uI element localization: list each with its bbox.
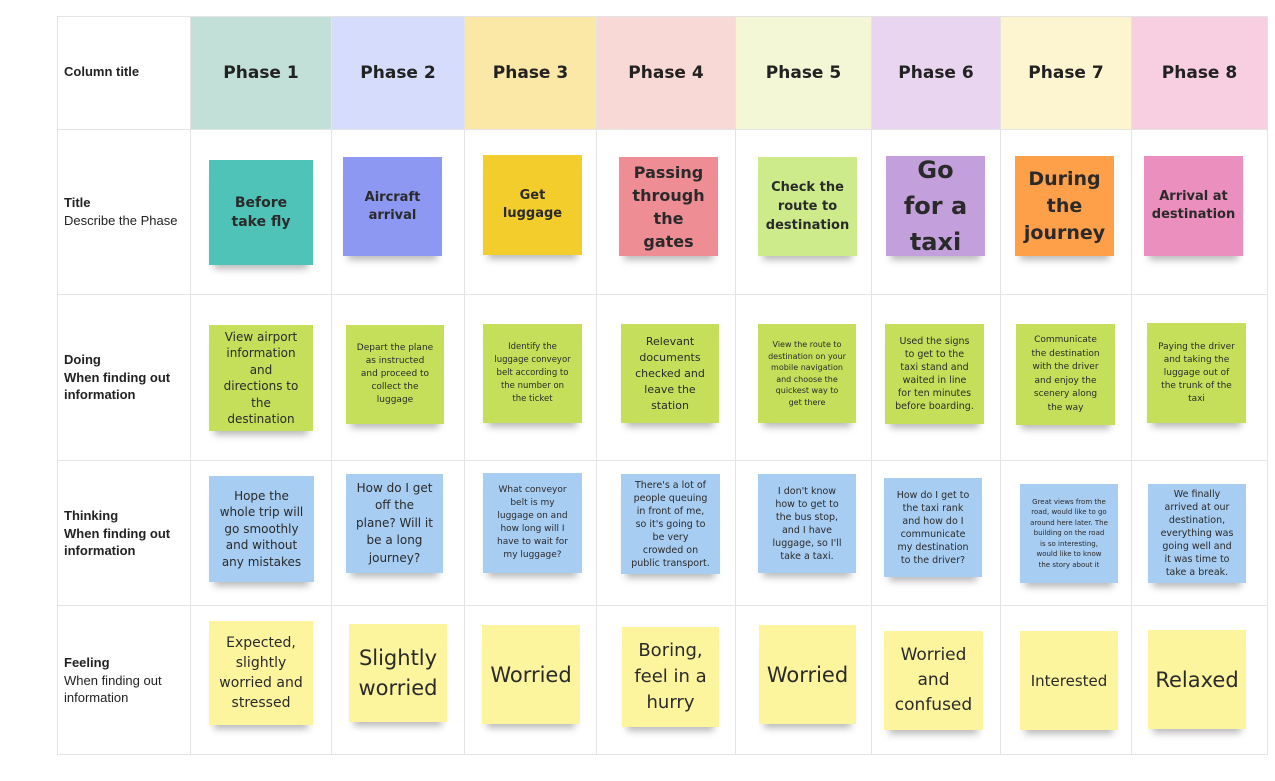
grid-line	[871, 16, 872, 754]
row-label-title: Title Describe the Phase	[64, 195, 178, 228]
phase-header-3: Phase 3	[465, 17, 596, 129]
sticky-note-feeling[interactable]: Slightly worried	[349, 624, 447, 722]
sticky-note-feeling[interactable]: Expected, slightly worried and stressed	[209, 621, 313, 725]
grid-line	[57, 129, 1268, 130]
sticky-note-thinking[interactable]: There's a lot of people queuing in front…	[621, 474, 720, 574]
phase-header-8: Phase 8	[1132, 17, 1267, 129]
phase-label: Phase 8	[1161, 63, 1238, 83]
sticky-note-doing[interactable]: View the route to destination on your mo…	[758, 324, 856, 423]
sticky-note-thinking[interactable]: What conveyor belt is my luggage on and …	[483, 473, 582, 573]
sticky-note-title[interactable]: Aircraft arrival	[343, 157, 442, 256]
sticky-note-feeling[interactable]: Relaxed	[1148, 630, 1246, 729]
grid-line	[57, 16, 1268, 17]
phase-header-1: Phase 1	[191, 17, 331, 129]
phase-header-4: Phase 4	[597, 17, 735, 129]
phase-label: Phase 4	[628, 63, 704, 83]
sticky-note-title[interactable]: Passing through the gates	[619, 157, 718, 256]
sticky-note-thinking[interactable]: How do I get to the taxi rank and how do…	[884, 478, 982, 577]
column-title-label: Column title	[64, 64, 140, 79]
sticky-note-doing[interactable]: Used the signs to get to the taxi stand …	[885, 324, 984, 424]
row-label-doing: Doing When finding out information	[64, 352, 171, 402]
sticky-note-thinking[interactable]: Great views from the road, would like to…	[1020, 484, 1118, 583]
grid-line	[1267, 16, 1268, 754]
row-label-feeling: Feeling When finding out information	[64, 655, 162, 705]
grid-line	[596, 16, 597, 754]
sticky-note-title[interactable]: Get luggage	[483, 155, 582, 255]
phase-label: Phase 6	[898, 63, 974, 83]
sticky-note-doing[interactable]: Relevant documents checked and leave the…	[621, 324, 719, 423]
sticky-note-doing[interactable]: View airport information and directions …	[209, 325, 313, 431]
phase-label: Phase 3	[492, 63, 569, 83]
sticky-note-feeling[interactable]: Worried and confused	[884, 631, 983, 730]
grid-line	[464, 16, 465, 754]
sticky-note-doing[interactable]: Communicate the destination with the dri…	[1016, 324, 1115, 425]
sticky-note-thinking[interactable]: I don't know how to get to the bus stop,…	[758, 474, 856, 573]
sticky-note-doing[interactable]: Paying the driver and taking the luggage…	[1147, 323, 1246, 423]
phase-header-2: Phase 2	[332, 17, 464, 129]
grid-line	[331, 16, 332, 754]
sticky-note-title[interactable]: Go for a taxi	[886, 156, 985, 256]
sticky-note-title[interactable]: Check the route to destination	[758, 157, 857, 256]
phase-header-6: Phase 6	[872, 17, 1000, 129]
phase-label: Phase 7	[1028, 63, 1104, 83]
grid-line	[1000, 16, 1001, 754]
sticky-note-doing[interactable]: Depart the plane as instructed and proce…	[346, 325, 444, 424]
sticky-note-feeling[interactable]: Boring, feel in a hurry	[622, 627, 719, 727]
sticky-note-thinking[interactable]: Hope the whole trip will go smoothly and…	[209, 476, 314, 582]
grid-line	[57, 294, 1268, 295]
grid-line	[735, 16, 736, 754]
sticky-note-doing[interactable]: Identify the luggage conveyor belt accor…	[483, 324, 582, 423]
row-label-thinking: Thinking When finding out information	[64, 508, 171, 558]
sticky-note-feeling[interactable]: Worried	[482, 625, 580, 724]
sticky-note-feeling[interactable]: Interested	[1020, 631, 1118, 730]
sticky-note-title[interactable]: Arrival at destination	[1144, 156, 1243, 256]
grid-line	[57, 754, 1268, 755]
grid-line	[1131, 16, 1132, 754]
phase-label: Phase 5	[765, 63, 842, 83]
grid-line	[57, 16, 58, 754]
sticky-note-thinking[interactable]: How do I get off the plane? Will it be a…	[346, 474, 443, 573]
sticky-note-thinking[interactable]: We finally arrived at our destination, e…	[1148, 484, 1246, 583]
grid-line	[57, 460, 1268, 461]
phase-label: Phase 1	[223, 63, 299, 83]
sticky-note-title[interactable]: Before take fly	[209, 160, 313, 265]
phase-header-7: Phase 7	[1001, 17, 1131, 129]
grid-line	[190, 16, 191, 754]
sticky-note-title[interactable]: During the journey	[1015, 156, 1114, 256]
sticky-note-feeling[interactable]: Worried	[759, 625, 856, 724]
phase-label: Phase 2	[360, 63, 436, 83]
phase-header-5: Phase 5	[736, 17, 871, 129]
grid-line	[57, 605, 1268, 606]
